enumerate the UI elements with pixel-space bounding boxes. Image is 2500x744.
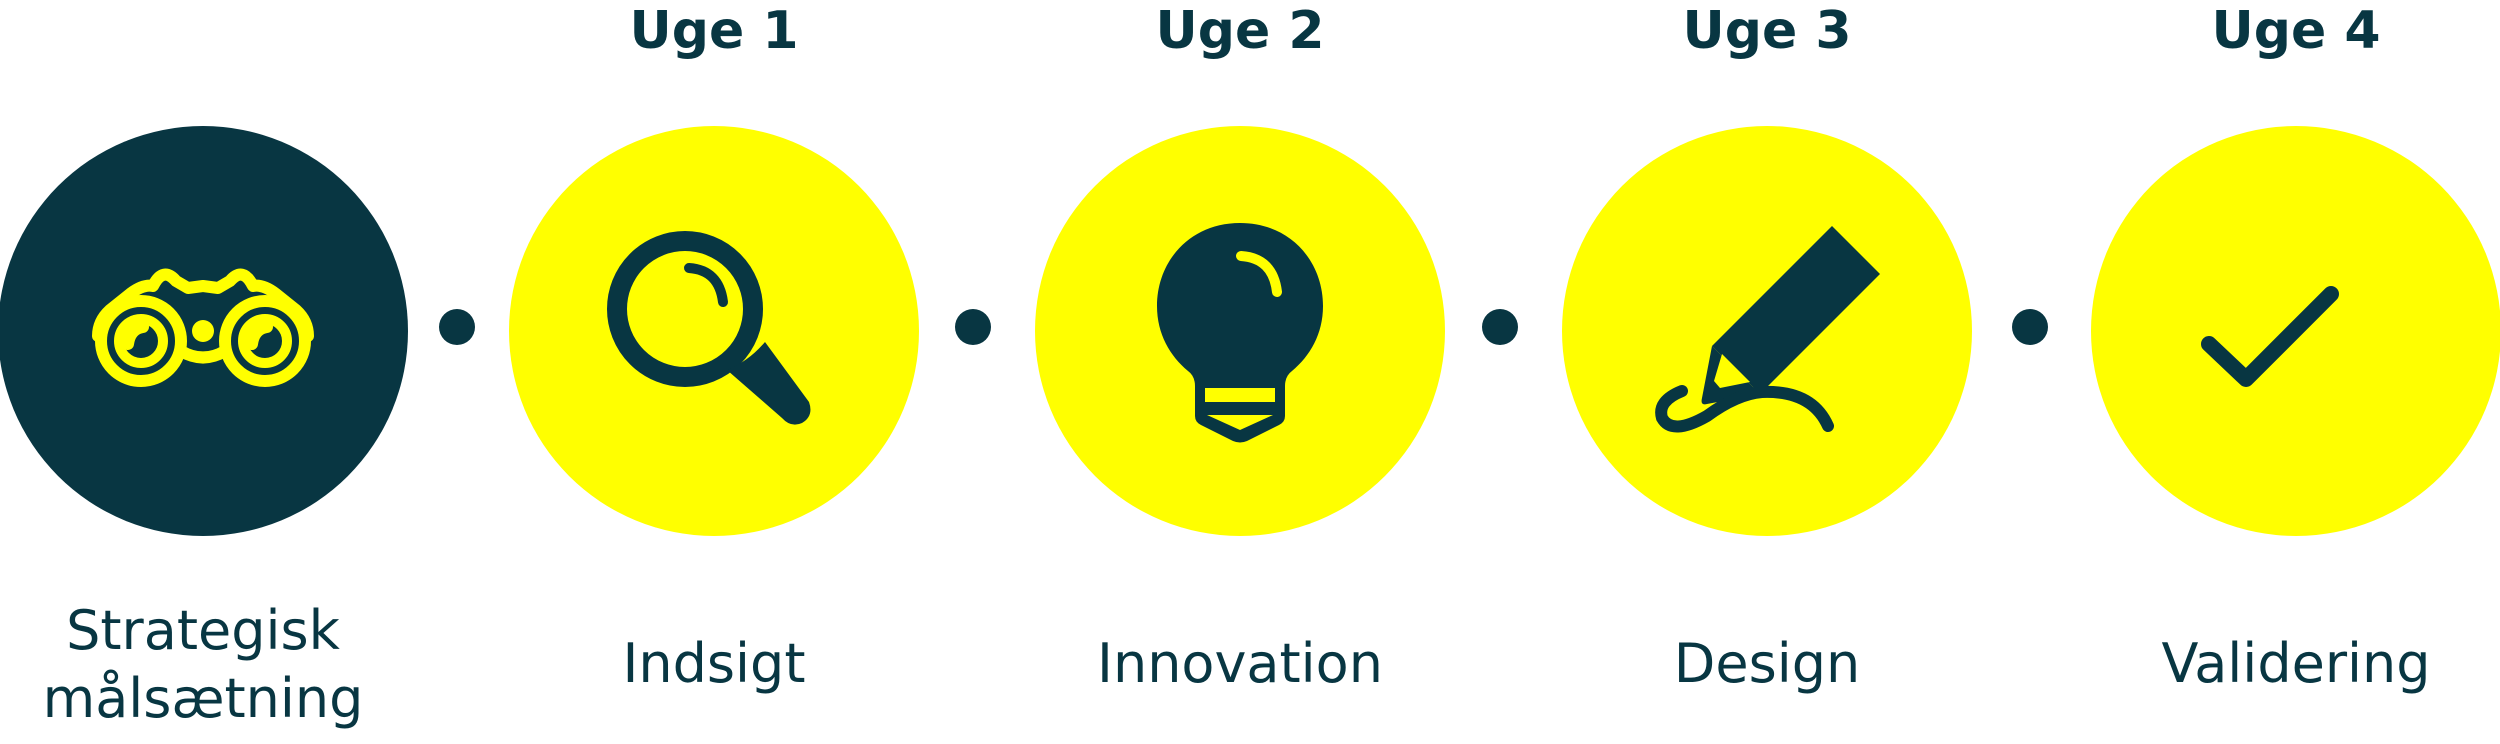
stage-circle-design [1562, 126, 1972, 536]
stage-label-strategy-line1: Strategisk [66, 599, 340, 662]
connector-dot-3 [1482, 309, 1518, 345]
connector-dot-2 [955, 309, 991, 345]
week-label-1: Uge 1 [629, 1, 799, 61]
stage-circle-strategy [0, 126, 408, 536]
stage-circle-innovation [1035, 126, 1445, 536]
stage-circle-validation [2091, 126, 2500, 536]
stage-circle-insight [509, 126, 919, 536]
week-label-4: Uge 4 [2211, 1, 2381, 61]
checkmark-icon [2201, 286, 2339, 387]
stage-label-design: Design [1673, 632, 1861, 695]
binoculars-icon [92, 268, 314, 387]
connector-dot-4 [2012, 309, 2048, 345]
week-label-3: Uge 3 [1682, 1, 1852, 61]
stage-label-strategy: Strategisk målsætning [0, 597, 443, 733]
stage-label-innovation: Innovation [1097, 632, 1383, 695]
stage-label-insight: Indsigt [622, 632, 806, 695]
stage-label-validation: Validering [2161, 632, 2431, 695]
connector-dot-1 [439, 309, 475, 345]
week-label-2: Uge 2 [1155, 1, 1325, 61]
marker-pen-icon [1655, 226, 1880, 433]
lightbulb-icon [1157, 223, 1323, 443]
magnifying-glass-icon [607, 231, 811, 425]
stage-label-strategy-line2: målsætning [42, 667, 364, 730]
